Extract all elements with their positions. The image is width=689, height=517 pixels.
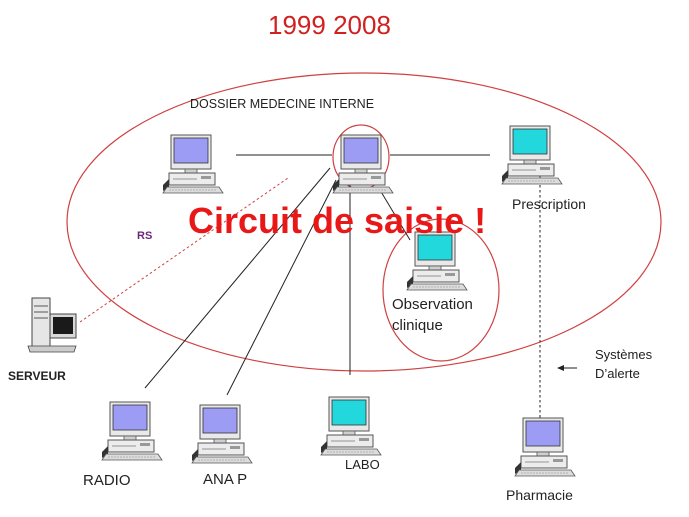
radio-label: RADIO — [83, 472, 131, 489]
link-serveur — [79, 177, 289, 323]
computer-icon-radio — [101, 401, 163, 461]
serveur-label: SERVEUR — [8, 369, 66, 383]
systemes-line2: D’alerte — [595, 366, 640, 381]
scope-ellipse — [66, 72, 662, 372]
anap-label: ANA P — [203, 471, 248, 488]
computer-icon-pharmacie — [514, 417, 576, 477]
computer-icon-left — [162, 134, 224, 194]
observation-label: Observation clinique — [392, 294, 473, 336]
prescription-label: Prescription — [512, 196, 586, 212]
link-anap — [226, 179, 337, 396]
alert-arrowhead — [557, 365, 564, 371]
observation-label-line1: Observation — [392, 296, 473, 313]
diagram-title: 1999 2008 — [268, 10, 391, 40]
observation-label-line2: clinique — [392, 317, 443, 334]
computer-icon-observation — [406, 231, 468, 291]
computer-icon-labo — [320, 396, 382, 456]
pharmacie-label: Pharmacie — [506, 487, 573, 503]
labo-label: LABO — [345, 457, 380, 472]
dossier-label: DOSSIER MEDECINE INTERNE — [190, 97, 375, 111]
systemes-line1: Systèmes — [595, 347, 653, 362]
systemes-alerte-label: Systèmes D’alerte — [595, 345, 652, 383]
computer-icon-anap — [191, 404, 253, 464]
observation-highlight-ellipse — [382, 218, 500, 362]
server-icon — [27, 297, 77, 353]
headline-circuit-de-saisie: Circuit de saisie ! — [188, 200, 487, 241]
link-radio — [144, 167, 331, 389]
computer-icon-prescription — [501, 125, 563, 185]
link-observation — [379, 189, 411, 241]
rs-label: RS — [137, 230, 153, 242]
computer-icon-central — [332, 134, 394, 194]
